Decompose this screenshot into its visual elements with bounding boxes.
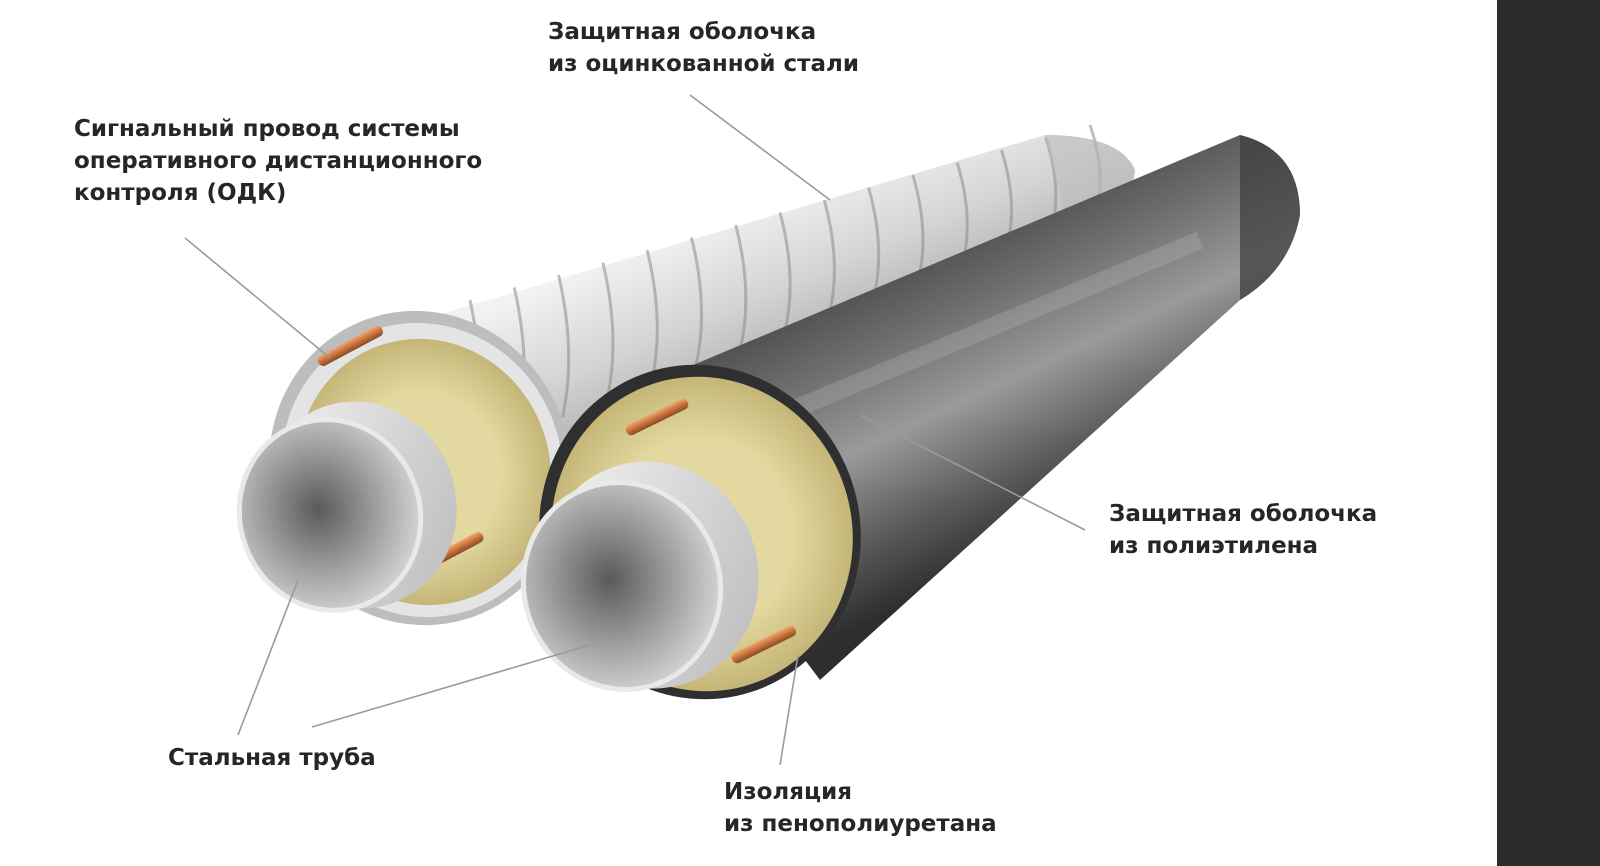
label-line: из пенополиуретана <box>724 811 997 837</box>
galvanized-pipe-end <box>236 310 571 626</box>
label-line: Защитная оболочка <box>548 19 817 45</box>
leader-line-steel-pipe-2 <box>311 644 591 728</box>
label-line: из полиэтилена <box>1109 533 1319 559</box>
label-line: Стальная труба <box>168 745 376 771</box>
label-steel-pipe: Стальная труба <box>168 742 376 774</box>
label-line: Защитная оболочка <box>1109 501 1378 527</box>
spiral-seam <box>557 274 571 418</box>
label-line: оперативного дистанционного <box>74 148 483 174</box>
label-signal-wire: Сигнальный провод системы оперативного д… <box>74 113 482 209</box>
spiral-seam <box>689 237 704 369</box>
polyethylene-pipe-end <box>520 364 861 700</box>
leader-line-steel-pipe-1 <box>237 579 299 736</box>
label-line: контроля (ОДК) <box>74 180 287 206</box>
spiral-seam <box>822 199 836 319</box>
pipe-illustration <box>184 94 1300 766</box>
leader-line-polyethylene-shell <box>859 414 1086 531</box>
right-dark-bar <box>1497 0 1600 866</box>
label-line: Сигнальный провод системы <box>74 116 460 142</box>
leader-line-insulation <box>779 654 799 766</box>
label-insulation: Изоляция из пенополиуретана <box>724 776 997 840</box>
label-line: Изоляция <box>724 779 852 805</box>
leader-line-signal-wire <box>184 237 331 359</box>
spiral-seam <box>778 212 792 336</box>
label-polyethylene-shell: Защитная оболочка из полиэтилена <box>1109 498 1377 562</box>
spiral-seam <box>601 262 615 402</box>
leader-line-galvanized-shell <box>689 94 831 201</box>
label-line: из оцинкованной стали <box>548 51 859 77</box>
label-galvanized-shell: Защитная оболочка из оцинкованной стали <box>548 16 859 80</box>
spiral-seam <box>734 224 748 352</box>
